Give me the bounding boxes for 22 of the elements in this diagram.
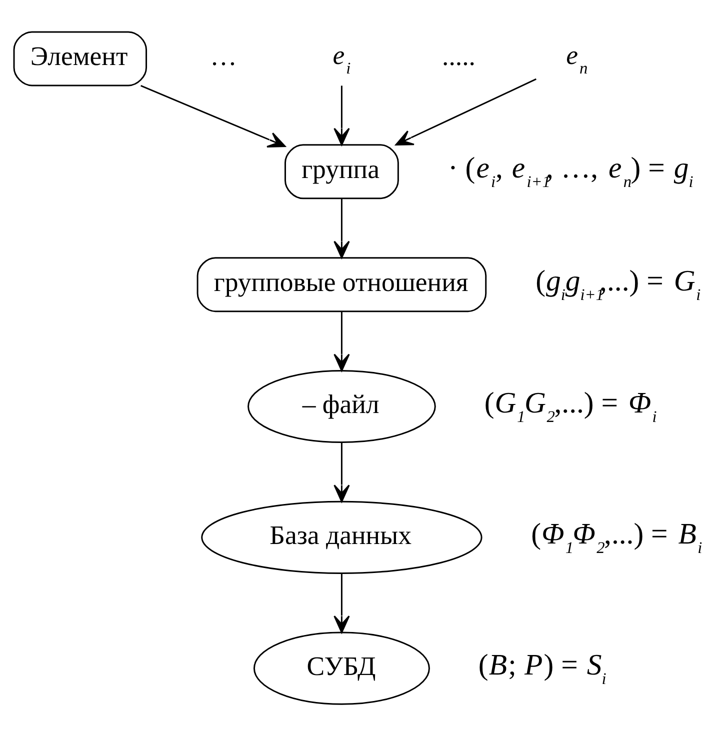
node-label: · (e$_{i}$, e$_{i+1}$, …, e$_{n}$) = g$_{i}$ — [448, 152, 694, 192]
label: … — [210, 41, 237, 72]
node-box: группа — [284, 144, 399, 200]
label: ..... — [442, 41, 476, 72]
arrow — [140, 85, 286, 148]
arrow — [334, 573, 350, 634]
node-label: (G$_{1}$G$_{2}$,...) = Φ$_{i}$ — [484, 387, 657, 426]
node-box: групповые отношения — [196, 257, 487, 312]
node-box: Элемент — [13, 31, 148, 86]
node-ellipse: База данных — [201, 500, 482, 574]
node-label: (g$_{i}$g$_{i+1}$,...) = G$_{i}$ — [536, 266, 701, 304]
node-label: (Φ$_{1}$Φ$_{2}$,...) = B$_{i}$ — [531, 518, 702, 557]
arrow — [395, 78, 536, 146]
arrow — [334, 442, 350, 502]
node-label: (B; P) = S$_{i}$ — [478, 649, 606, 688]
node-text: e$_{n}$ — [566, 40, 588, 78]
node-ellipse: СУБД — [253, 632, 430, 705]
arrow — [334, 86, 350, 146]
arrow — [334, 312, 350, 372]
node-ellipse: – файл — [248, 370, 436, 444]
node-text: e$_{i}$ — [332, 40, 351, 78]
arrow — [334, 198, 350, 258]
